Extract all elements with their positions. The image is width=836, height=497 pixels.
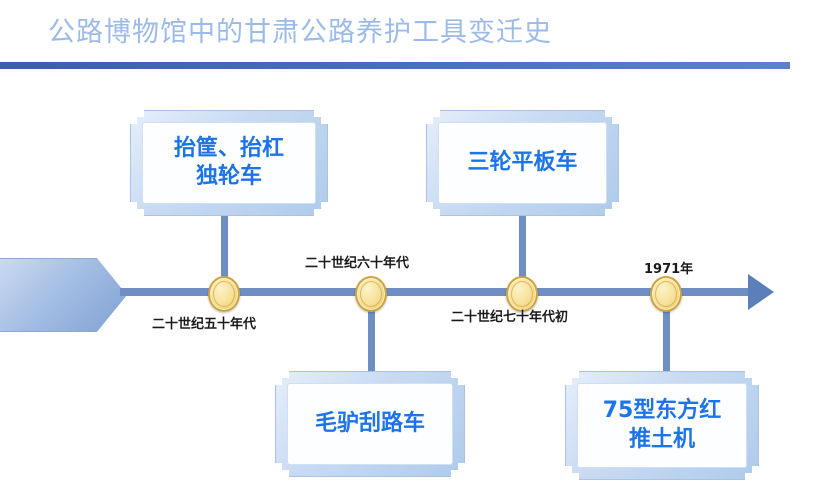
title-underline-rule (0, 62, 790, 69)
card-3[interactable]: 三轮平板车 (426, 110, 619, 216)
page-title: 公路博物馆中的甘肃公路养护工具变迁史 (48, 17, 552, 48)
date-label-node-2: 二十世纪六十年代 (305, 256, 410, 271)
date-label-node-1: 二十世纪五十年代 (152, 317, 257, 332)
card-1[interactable]: 抬筐、抬杠 独轮车 (130, 110, 328, 216)
timeline-axis (120, 288, 756, 296)
timeline-node-4[interactable] (650, 276, 682, 312)
connector-card-4 (663, 295, 670, 373)
date-label-node-4: 1971年 (644, 262, 694, 277)
connector-card-2 (368, 295, 375, 373)
card-4-label: 75型东方红 推土机 (602, 398, 722, 452)
connector-card-1 (221, 212, 228, 294)
card-4-inner-panel (577, 383, 747, 468)
card-3-label: 三轮平板车 (467, 149, 578, 175)
connector-card-3 (519, 212, 526, 294)
card-2-label: 毛驴刮路车 (314, 410, 425, 436)
card-1-inner-panel (142, 122, 316, 204)
date-label-node-3: 二十世纪七十年代初 (451, 310, 569, 325)
timeline-node-3[interactable] (506, 276, 538, 312)
card-2-inner-panel (287, 383, 453, 465)
card-3-inner-panel (438, 122, 607, 204)
timeline-node-2[interactable] (355, 276, 387, 312)
timeline-start-chevron-icon (0, 258, 127, 332)
card-1-label: 抬筐、抬杠 独轮车 (173, 135, 284, 189)
timeline-arrow-right-icon (748, 274, 774, 310)
card-4[interactable]: 75型东方红 推土机 (565, 371, 759, 480)
timeline-node-1[interactable] (208, 276, 240, 312)
card-2[interactable]: 毛驴刮路车 (275, 371, 465, 477)
